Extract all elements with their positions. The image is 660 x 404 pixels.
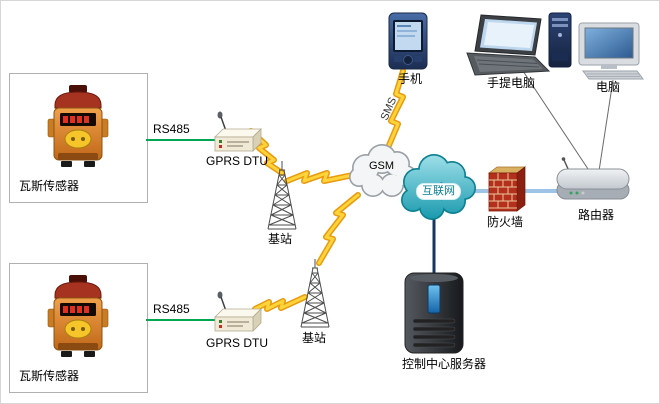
gas-sensor-device-2 xyxy=(47,274,109,358)
lightning-dtu2-base2 xyxy=(252,294,308,312)
gprs-dtu-2-label: GPRS DTU xyxy=(206,336,269,350)
rs485-1-label: RS485 xyxy=(153,122,190,136)
router-device xyxy=(556,157,630,200)
base-station-2-label: 基站 xyxy=(302,331,327,345)
rs485-2-label: RS485 xyxy=(153,302,190,316)
gprs-dtu-device-2 xyxy=(214,290,262,332)
firewall-device xyxy=(487,166,527,212)
server-device xyxy=(404,272,464,354)
mobile-phone-device xyxy=(388,12,428,70)
phone-label: 手机 xyxy=(398,72,423,86)
sensor-1-label: 瓦斯传感器 xyxy=(19,179,80,193)
base-station-tower-2 xyxy=(300,258,330,328)
lightning-dtu1-base1 xyxy=(248,128,285,176)
desktop-pc-device xyxy=(548,12,644,80)
firewall-label: 防火墙 xyxy=(487,215,524,229)
base-station-1-label: 基站 xyxy=(268,232,293,246)
server-label: 控制中心服务器 xyxy=(402,357,487,371)
pc-label: 电脑 xyxy=(596,80,621,94)
laptop-router-line xyxy=(522,70,591,173)
internet-label: 互联网 xyxy=(416,183,461,200)
router-label: 路由器 xyxy=(578,208,615,222)
lightning-base2-gsm xyxy=(316,192,361,266)
laptop-device xyxy=(466,14,551,76)
sensor-2-label: 瓦斯传感器 xyxy=(19,369,80,383)
gprs-dtu-device-1 xyxy=(214,110,262,152)
lightning-phone-gsm-sms xyxy=(384,68,406,153)
gsm-label: GSM xyxy=(369,160,395,172)
gprs-dtu-1-label: GPRS DTU xyxy=(206,154,269,168)
gas-sensor-device-1 xyxy=(47,84,109,168)
pc-router-line xyxy=(598,79,614,172)
lightning-base1-gsm xyxy=(284,170,356,184)
laptop-label: 手提电脑 xyxy=(487,76,536,90)
